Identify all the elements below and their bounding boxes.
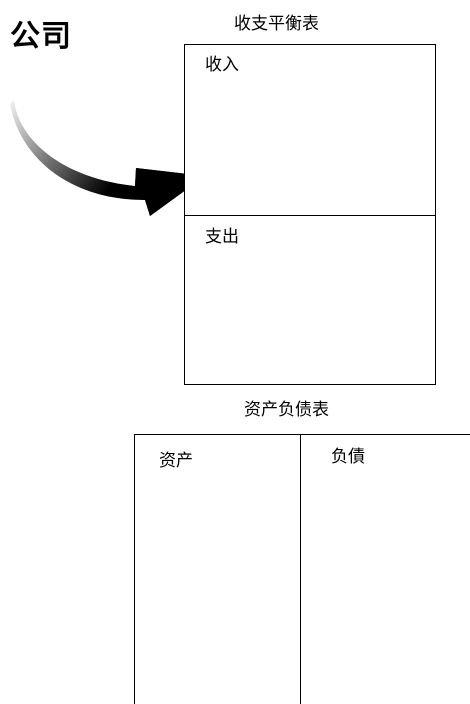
income-label: 收入 <box>205 55 239 75</box>
assets-label: 资产 <box>159 451 193 471</box>
income-expense-divider <box>185 215 435 216</box>
balance-sheet-title: 资产负债表 <box>244 400 329 420</box>
expense-label: 支出 <box>205 227 239 247</box>
assets-liabilities-divider <box>300 435 301 704</box>
liabilities-label: 负債 <box>331 447 365 467</box>
company-label: 公司 <box>10 19 72 54</box>
curved-arrow-icon <box>10 100 205 216</box>
income-statement-title: 收支平衡表 <box>234 14 319 34</box>
income-statement-box: 收入 支出 <box>184 44 436 385</box>
balance-sheet-box: 资产 负債 <box>134 434 470 704</box>
